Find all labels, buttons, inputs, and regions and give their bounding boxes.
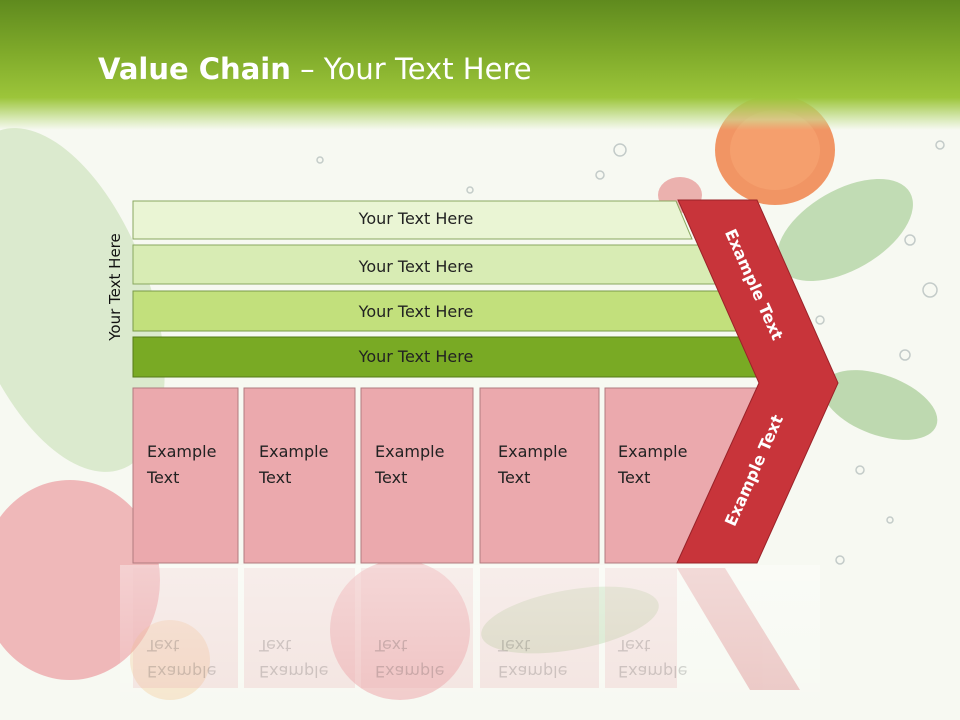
primary-box-3-reflection-line1: Example (375, 662, 445, 681)
primary-box-4-reflection-label: Example Text (498, 632, 588, 684)
primary-box-2-reflection-label: Example Text (259, 632, 349, 684)
slide-title: Value Chain – Your Text Here (98, 52, 532, 86)
support-bar-1-label: Your Text Here (358, 209, 474, 228)
support-bar-4-label: Your Text Here (358, 347, 474, 366)
primary-box-2-reflection-line2: Text (259, 636, 292, 655)
primary-box-5-line1: Example (618, 442, 688, 461)
title-banner (0, 0, 960, 130)
primary-box-4-line1: Example (498, 442, 568, 461)
primary-box-1-reflection-line2: Text (147, 636, 180, 655)
slide-title-bold: Value Chain (98, 52, 291, 86)
primary-box-3-reflection-line2: Text (375, 636, 408, 655)
primary-box-3 (360, 387, 474, 564)
primary-box-2 (243, 387, 356, 564)
primary-box-4-reflection-line1: Example (498, 662, 568, 681)
primary-box-4 (479, 387, 600, 564)
support-bar-3-label: Your Text Here (358, 302, 474, 321)
primary-box-5-line2: Text (618, 468, 651, 487)
primary-box-3-reflection-label: Example Text (375, 632, 465, 684)
primary-box-5-reflection-line2: Text (618, 636, 651, 655)
side-axis-label: Your Text Here (106, 233, 124, 341)
reflection-fade (120, 565, 820, 720)
primary-box-1-reflection-label: Example Text (147, 632, 237, 684)
primary-box-3-line1: Example (375, 442, 445, 461)
primary-box-5-reflection-line1: Example (618, 662, 688, 681)
support-bar-2-label: Your Text Here (358, 257, 474, 276)
primary-box-4-line2: Text (498, 468, 531, 487)
primary-box-3-line2: Text (375, 468, 408, 487)
margin-chevron (676, 199, 839, 564)
primary-box-1-line1: Example (147, 442, 217, 461)
primary-box-1-line2: Text (147, 468, 180, 487)
primary-box-4-reflection-line2: Text (498, 636, 531, 655)
primary-box-2-line1: Example (259, 442, 329, 461)
primary-box-1 (132, 387, 239, 564)
primary-box-5-reflection-label: Example Text (618, 632, 708, 684)
support-bar-1 (132, 200, 693, 240)
primary-box-2-line2: Text (259, 468, 292, 487)
primary-box-2-reflection-line1: Example (259, 662, 329, 681)
primary-box-1-reflection-line1: Example (147, 662, 217, 681)
slide-title-rest: – Your Text Here (290, 52, 532, 86)
